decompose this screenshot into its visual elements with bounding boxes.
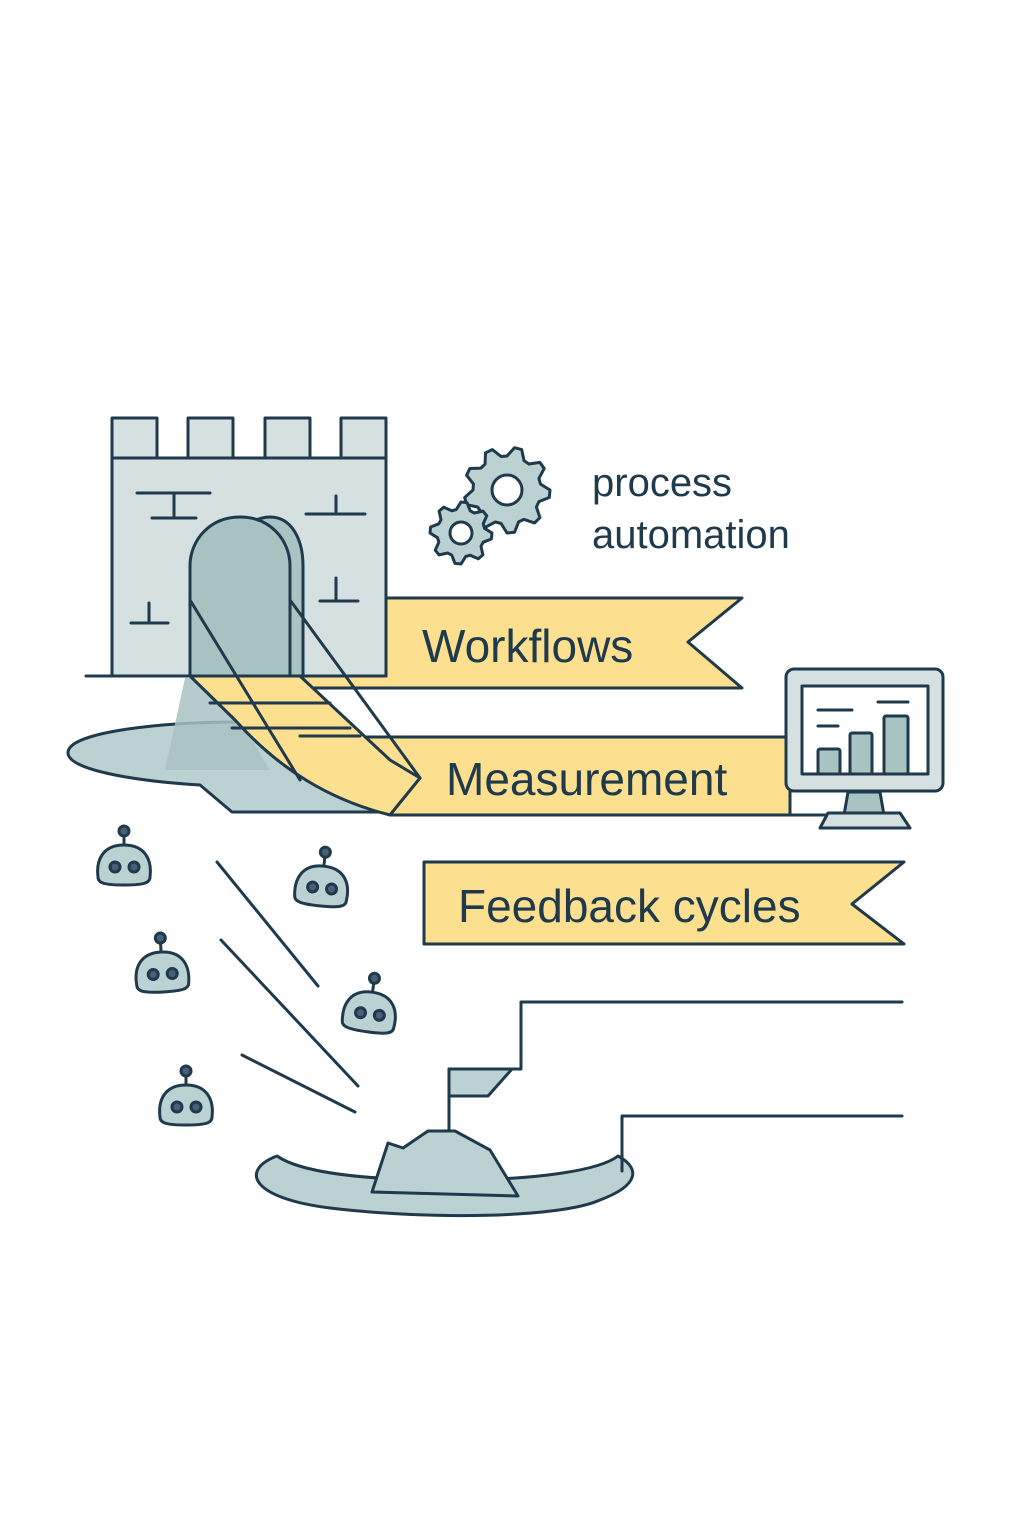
banner-feedback-cycles: Feedback cycles (422, 860, 906, 946)
process-automation-line2: automation (592, 513, 790, 557)
robots-group (96, 824, 397, 1127)
robot-head-icon (340, 971, 397, 1035)
process-automation-line1: process (592, 461, 732, 505)
banner-workflows-label: Workflows (422, 620, 633, 672)
small-gear-icon-hole (448, 520, 474, 546)
summit-flag-icon (447, 1067, 514, 1133)
banner-workflows: Workflows (298, 596, 744, 690)
monitor-chart-icon (784, 667, 945, 830)
robot-head-icon (293, 845, 349, 909)
gears-icon (428, 446, 552, 566)
summit-island (254, 1129, 635, 1218)
gateway-path (188, 598, 422, 817)
staircase-lines (510, 1000, 904, 1173)
motion-lines (215, 860, 360, 1114)
robot-head-icon (158, 1064, 214, 1127)
large-gear-icon-hole (490, 473, 524, 507)
robot-head-icon (134, 931, 191, 994)
banner-measurement-label: Measurement (446, 753, 727, 805)
banner-measurement: Measurement (298, 735, 832, 817)
robot-head-icon (96, 824, 152, 887)
castle-icon (84, 416, 388, 678)
banner-feedback-cycles-label: Feedback cycles (458, 880, 801, 932)
